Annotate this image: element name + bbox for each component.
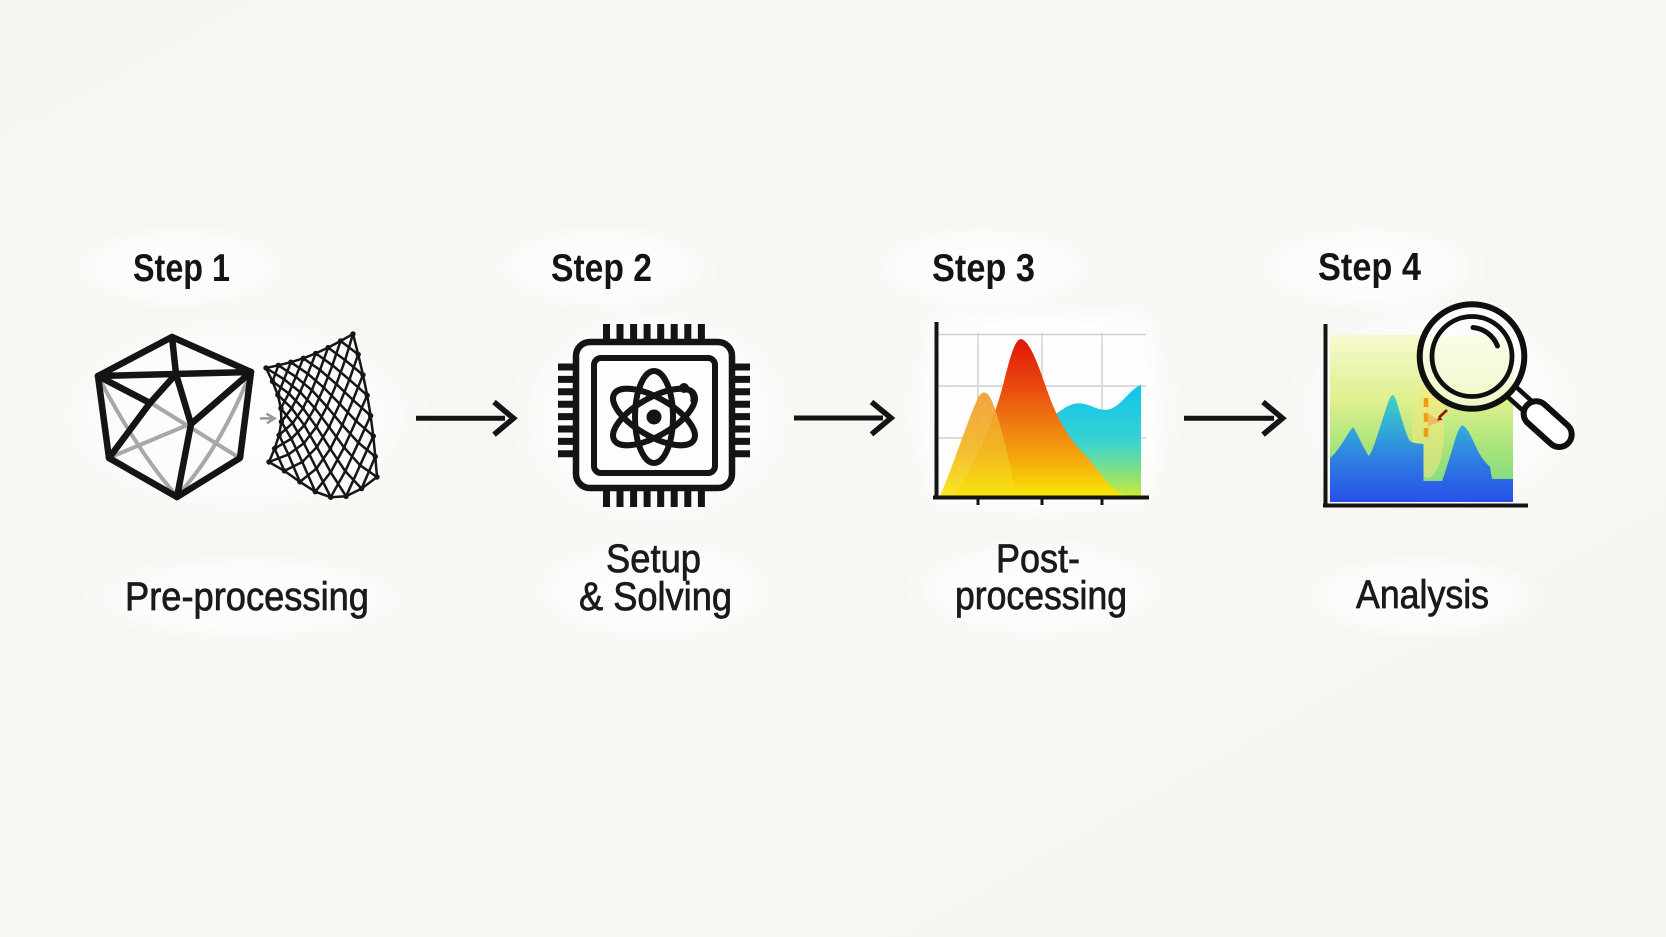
svg-text:Post-: Post- bbox=[996, 537, 1080, 581]
svg-text:Analysis: Analysis bbox=[1356, 573, 1489, 617]
svg-text:Step 2: Step 2 bbox=[551, 247, 652, 290]
svg-text:Pre-processing: Pre-processing bbox=[125, 575, 369, 619]
svg-text:& Solving: & Solving bbox=[579, 575, 732, 619]
svg-text:Setup: Setup bbox=[606, 537, 701, 581]
svg-text:Step 3: Step 3 bbox=[932, 247, 1035, 290]
svg-text:Step 4: Step 4 bbox=[1318, 246, 1422, 289]
svg-text:processing: processing bbox=[955, 574, 1127, 618]
svg-text:Step 1: Step 1 bbox=[133, 247, 230, 290]
